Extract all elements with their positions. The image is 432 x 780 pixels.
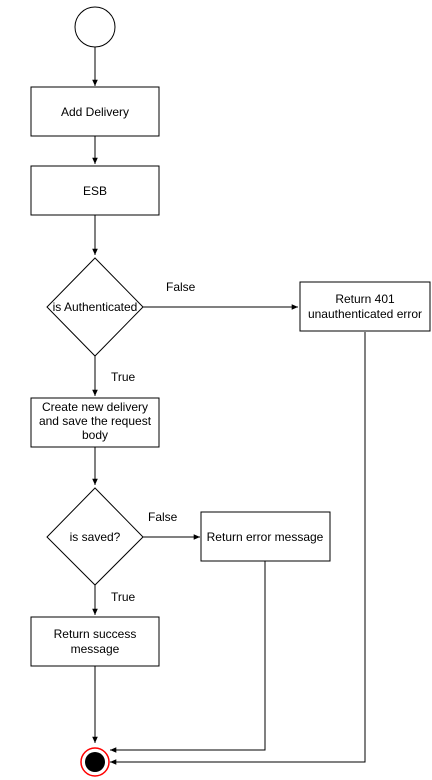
end-node-core xyxy=(85,752,105,772)
is-authenticated-decision xyxy=(46,257,144,357)
add-delivery-label: Add Delivery xyxy=(61,105,129,119)
create-delivery-label-line1: Create new delivery xyxy=(42,400,148,414)
create-delivery-label-line3: body xyxy=(82,428,108,442)
return-error-box xyxy=(200,511,331,562)
esb-label: ESB xyxy=(83,184,107,198)
is-saved-decision xyxy=(46,487,144,586)
return-401-label-line2: unauthenticated error xyxy=(308,307,422,321)
saved-true-label: True xyxy=(111,590,136,604)
return-error-label: Return error message xyxy=(207,530,324,544)
return-success-label-line1: Return success xyxy=(54,627,137,641)
return-401-label-line1: Return 401 xyxy=(335,292,395,306)
edge-401-to-end xyxy=(110,332,366,765)
auth-false-label: False xyxy=(166,280,196,294)
start-node xyxy=(74,6,116,48)
create-delivery-box xyxy=(30,397,160,448)
auth-true-label: True xyxy=(111,370,136,384)
saved-false-label: False xyxy=(148,510,178,524)
is-authenticated-label: is Authenticated xyxy=(53,300,138,314)
add-delivery-box xyxy=(30,86,160,137)
edge-error-to-end xyxy=(110,561,266,753)
return-success-label-line2: message xyxy=(71,642,120,656)
return-success-box xyxy=(30,616,160,667)
is-saved-label: is saved? xyxy=(70,530,121,544)
return-401-box xyxy=(299,281,431,332)
create-delivery-label-line2: and save the request xyxy=(39,414,152,428)
esb-box xyxy=(30,165,160,216)
